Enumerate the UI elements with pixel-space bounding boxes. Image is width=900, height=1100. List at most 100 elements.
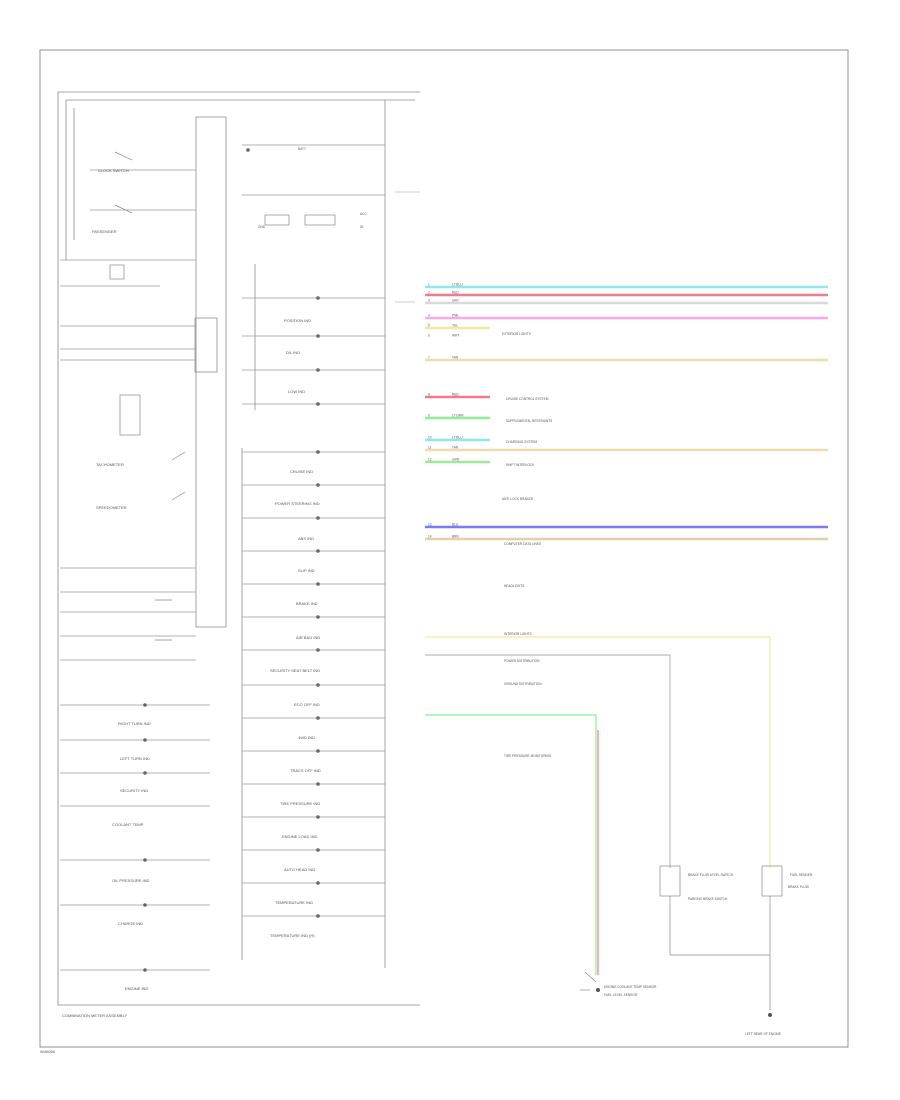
label-security-ind: SECURITY IND: [120, 788, 148, 793]
wire-code: 4: [428, 314, 430, 318]
label-coolant-temp: COOLANT TEMP: [112, 822, 144, 827]
label-abs-ind: ABS IND: [298, 536, 314, 541]
label-oil-pressure-ind: OIL PRESSURE IND: [112, 878, 150, 883]
label-power-steering-ind: POWER STEERING IND: [275, 501, 320, 506]
label-auto-head-ind: AUTO HEAD IND: [284, 867, 315, 872]
label-airbag-ind: AIR BAG IND: [296, 635, 320, 640]
ref-headlights: HEADLIGHTS: [504, 584, 524, 588]
wire-code: 12: [428, 458, 432, 462]
indicator-lines: [242, 144, 385, 917]
page-id: W40068: [40, 1049, 56, 1054]
wire-code: 7: [428, 356, 430, 360]
ground-symbols: [596, 988, 772, 1017]
label-coolant-sensor: ENGINE COOLANT TEMP SENSOR: [604, 985, 657, 989]
wire-code: 10: [428, 436, 432, 440]
wire-color-label: BRN: [452, 535, 459, 539]
wire-color-label: YEL: [452, 324, 458, 328]
wire-color-label: TAN: [452, 446, 459, 450]
ref-tire-pressure: TIRE PRESSURE MONITORING: [504, 754, 552, 758]
ref-supplemental-restraints: SUPPLEMENTAL RESTRAINTS: [506, 419, 552, 423]
wire-color-label: GRN: [452, 458, 460, 462]
label-slip-ind: SLIP IND: [298, 568, 315, 573]
label-ig: IG: [360, 225, 364, 229]
wire-code: 5: [428, 324, 430, 328]
ref-exterior-lights: EXTERIOR LIGHTS: [502, 332, 531, 336]
left-labels: CLOCK SWITCH PASSENGER TACHOMETER SPEEDO…: [92, 168, 129, 510]
right-indicator-labels: POSITION IND D/L IND LOW IND CRUISE IND …: [270, 318, 321, 938]
label-batt: BATT: [298, 147, 306, 151]
panel-caption: COMBINATION METER ASSEMBLY: [62, 1013, 128, 1018]
main-buses: [65, 100, 386, 968]
label-tracs-off-ind: TRACS OFF IND: [290, 768, 321, 773]
wire-code: 14: [428, 535, 432, 539]
label-4wd-ind: 4WD IND: [298, 735, 315, 740]
label-brake-fluid: BRAKE FLUID: [788, 885, 810, 889]
wire-color-label: LT BLU: [452, 436, 463, 440]
label-fuel-sender: FUEL SENDER: [790, 873, 813, 877]
wire-color-label: RED: [452, 291, 459, 295]
label-charge-ind: CHARGE IND: [118, 921, 143, 926]
ref-shift-interlock: SHIFT INTERLOCK: [506, 463, 535, 467]
indicator-dots: [143, 148, 320, 972]
wire-code: 9: [428, 414, 430, 418]
meter-boundary: [57, 91, 420, 1006]
label-seatbelt-ind: SECURITY SEAT BELT IND: [270, 668, 320, 673]
label-temperature-ind-h: TEMPERATURE IND (H): [270, 933, 315, 938]
label-clock-switch: CLOCK SWITCH: [98, 168, 129, 173]
label-low-ind: LOW IND: [288, 389, 305, 394]
wire-color-label: WHT: [452, 334, 459, 338]
lower-left-labels: RIGHT TURN IND LEFT TURN IND SECURITY IN…: [112, 721, 151, 991]
label-tire-pressure-ind: TIRE PRESSURE IND: [280, 801, 320, 806]
label-speedometer: SPEEDOMETER: [96, 505, 127, 510]
connector-stubs: [395, 191, 420, 303]
wire-code: 8: [428, 393, 430, 397]
ref-cruise-control: CRUISE CONTROL SYSTEM: [506, 397, 549, 401]
label-passenger: PASSENGER: [92, 229, 117, 234]
wire-color-label: GRY: [452, 299, 460, 303]
lower-component-labels: BRAKE FLUID LEVEL SWITCH PARKING BRAKE S…: [604, 873, 813, 1036]
label-temperature-ind: TEMPERATURE IND: [275, 900, 313, 905]
lower-components: [580, 865, 783, 1010]
lower-vertical-wires: [425, 636, 771, 975]
wire-code: 1: [428, 283, 430, 287]
diagram-frame: [39, 49, 849, 1048]
wire-color-label: TAN: [452, 356, 459, 360]
label-acc: ACC: [360, 212, 367, 216]
ref-anti-lock-brakes: ANTI-LOCK BRAKES: [502, 497, 533, 501]
ref-interior-lights: INTERIOR LIGHTS: [504, 632, 532, 636]
label-gnd: GND: [258, 225, 266, 229]
label-brake-ind: BRAKE IND: [296, 601, 318, 606]
label-left-turn-ind: LEFT TURN IND: [120, 756, 150, 761]
label-eco-off-ind: ECO OFF IND: [294, 702, 320, 707]
wire-code: 2: [428, 291, 430, 295]
ref-ground-distribution: GROUND DISTRIBUTION: [504, 682, 542, 686]
ref-data-lines: COMPUTER DATA LINES: [504, 542, 541, 546]
ref-charging: CHARGING SYSTEM: [506, 440, 538, 444]
wire-code: 11: [428, 446, 432, 450]
wire-code: 13: [428, 523, 432, 527]
wire-color-label: BLU: [452, 523, 459, 527]
left-wires: [60, 169, 210, 971]
label-parking-brake-switch: PARKING BRAKE SWITCH: [688, 897, 728, 901]
label-tachometer: TACHOMETER: [96, 462, 124, 467]
switch-symbols: [109, 151, 336, 641]
label-engine-ind: ENGINE IND: [125, 986, 148, 991]
label-brake-fluid-switch: BRAKE FLUID LEVEL SWITCH: [688, 873, 734, 877]
wire-color-label: PNK: [452, 314, 459, 318]
label-left-rear-engine: LEFT REAR OF ENGINE: [745, 1032, 781, 1036]
label-dl-ind: D/L IND: [286, 350, 300, 355]
wire-color-label: LT GRN: [452, 414, 464, 418]
wire-code: 3: [428, 299, 430, 303]
wire-code: 6: [428, 334, 430, 338]
system-ref-labels: EXTERIOR LIGHTS CRUISE CONTROL SYSTEM SU…: [502, 332, 552, 758]
label-fuel-level-sensor: FUEL LEVEL SENSOR: [604, 993, 638, 997]
wire-color-label: RED: [452, 393, 459, 397]
label-cruise-ind: CRUISE IND: [290, 469, 313, 474]
top-connector-labels: BATT ACC IG GND: [258, 147, 367, 229]
label-engine-load-ind: ENGINE LOAD IND: [282, 834, 317, 839]
label-right-turn-ind: RIGHT TURN IND: [118, 721, 151, 726]
ref-power-distribution: POWER DISTRIBUTION: [504, 659, 540, 663]
label-position-ind: POSITION IND: [284, 318, 311, 323]
